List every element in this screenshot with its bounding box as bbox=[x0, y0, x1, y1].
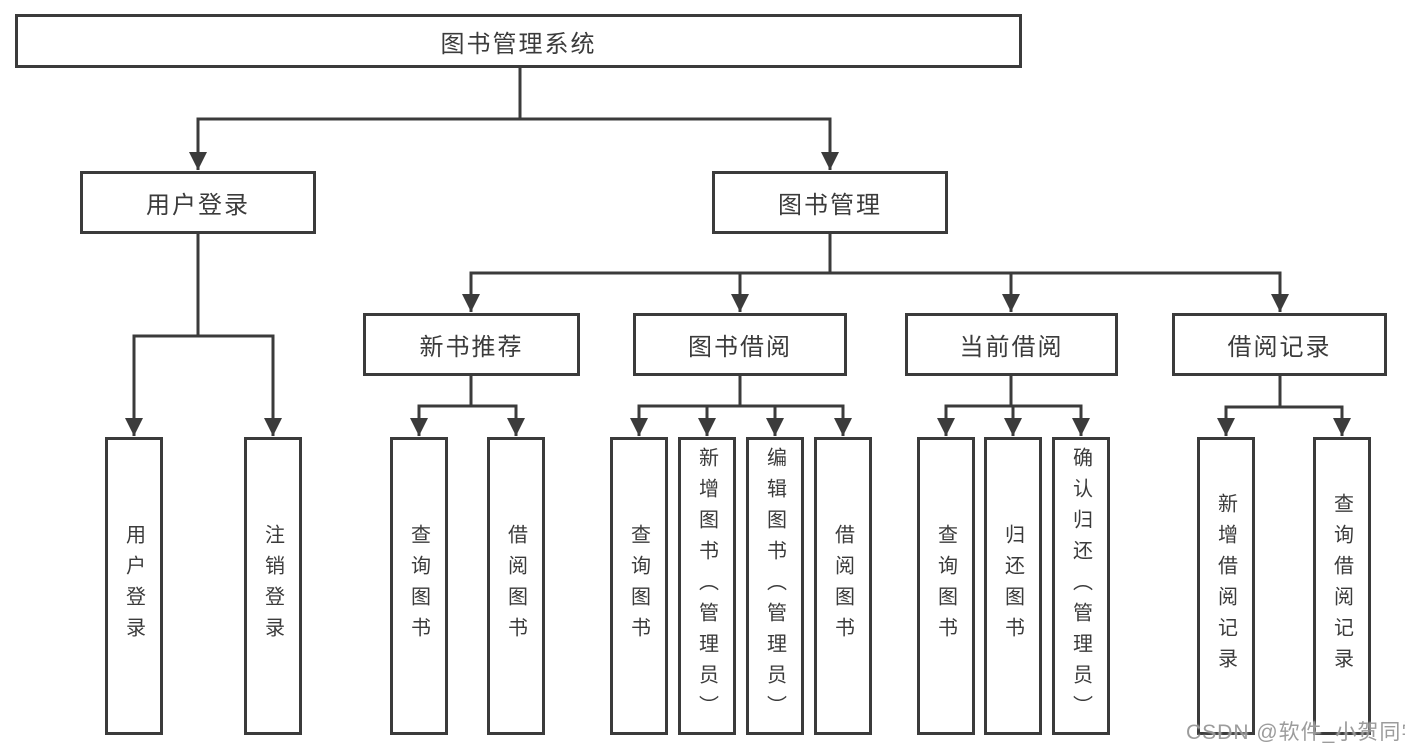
leaf-borrow-books-recommend: 借阅图书 bbox=[487, 437, 545, 735]
node-book-borrowing: 图书借阅 bbox=[633, 313, 847, 376]
leaf-add-borrow-record: 新增借阅记录 bbox=[1197, 437, 1255, 735]
leaf-add-book-admin: 新增图书（管理员） bbox=[678, 437, 736, 735]
node-root: 图书管理系统 bbox=[15, 14, 1022, 68]
connector-line bbox=[132, 67, 1344, 409]
leaf-query-borrow-record: 查询借阅记录 bbox=[1313, 437, 1371, 735]
node-new-book-recommend: 新书推荐 bbox=[363, 313, 580, 376]
leaf-query-books-current: 查询图书 bbox=[917, 437, 975, 735]
node-borrow-records: 借阅记录 bbox=[1172, 313, 1387, 376]
leaf-logout: 注销登录 bbox=[244, 437, 302, 735]
node-user-login: 用户登录 bbox=[80, 171, 316, 234]
leaf-borrow-books: 借阅图书 bbox=[814, 437, 872, 735]
leaf-return-books: 归还图书 bbox=[984, 437, 1042, 735]
leaf-edit-book-admin: 编辑图书（管理员） bbox=[746, 437, 804, 735]
leaf-confirm-return-admin: 确认归还（管理员） bbox=[1052, 437, 1110, 735]
leaf-user-login: 用户登录 bbox=[105, 437, 163, 735]
leaf-query-books-recommend: 查询图书 bbox=[390, 437, 448, 735]
node-current-borrowing: 当前借阅 bbox=[905, 313, 1118, 376]
node-book-management: 图书管理 bbox=[712, 171, 948, 234]
leaf-query-books-borrowing: 查询图书 bbox=[610, 437, 668, 735]
watermark: CSDN @软件_小贺同学 bbox=[1186, 721, 1405, 744]
